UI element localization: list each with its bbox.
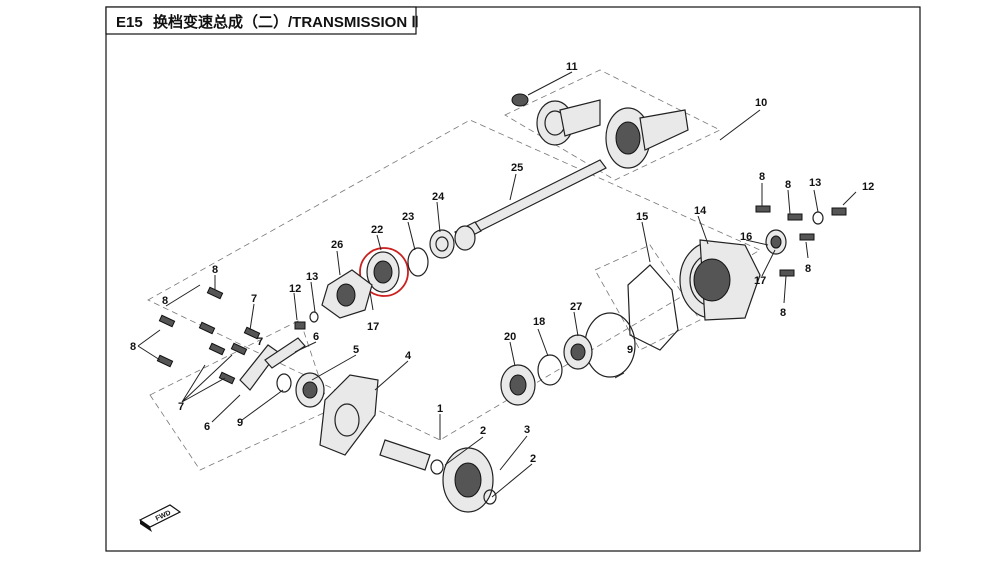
callout-16: 16 — [740, 231, 752, 243]
bevel-gear-10 — [605, 107, 689, 169]
callout-6a: 6 — [313, 331, 319, 343]
flange-26 — [321, 269, 373, 319]
snap-ring-2a — [430, 459, 444, 475]
callout-13a: 13 — [809, 177, 821, 189]
housing-4 — [319, 374, 379, 456]
callout-27: 27 — [570, 301, 582, 313]
title-box — [105, 6, 417, 35]
shaft-25 — [454, 159, 607, 242]
callout-12b: 12 — [289, 283, 301, 295]
callout-3: 3 — [524, 424, 530, 436]
bearing-5 — [295, 372, 325, 408]
seal-16 — [765, 229, 787, 255]
callout-4: 4 — [405, 350, 412, 362]
callout-8e: 8 — [805, 263, 811, 275]
gear-3 — [442, 447, 494, 513]
bolts-left — [156, 286, 319, 385]
callout-2a: 2 — [480, 425, 486, 437]
callout-17a: 17 — [367, 321, 379, 333]
diagram-border — [105, 6, 921, 552]
snap-ring-2b — [483, 489, 497, 505]
diagram-title: 换档变速总成（二）/TRANSMISSION Ⅱ — [153, 13, 419, 31]
bracket-6b — [264, 337, 306, 369]
bolts-right — [755, 205, 847, 277]
gasket-15 — [627, 264, 679, 351]
outline-gasket — [594, 244, 701, 351]
callout-14: 14 — [694, 205, 707, 217]
bearing-27 — [563, 334, 593, 370]
callout-labels: 1 2 3 2 4 5 6 6 7 7 7 8 8 8 8 8 8 8 9 9 … — [130, 61, 874, 465]
callout-8d: 8 — [785, 179, 791, 191]
callout-26: 26 — [331, 239, 343, 251]
gear-top-small — [511, 93, 601, 146]
bearing-22 — [366, 251, 400, 293]
callout-8b: 8 — [130, 341, 136, 353]
callout-25: 25 — [511, 162, 523, 174]
callout-7c: 7 — [257, 336, 263, 348]
bearing-20 — [500, 364, 536, 406]
diagram-code: E15 — [116, 14, 143, 31]
callout-17b: 17 — [754, 275, 766, 287]
callout-7b: 7 — [178, 401, 184, 413]
leader-lines — [137, 71, 857, 498]
fwd-arrow-icon: FWD — [138, 504, 182, 532]
highlight-circle — [359, 247, 409, 297]
callout-7a: 7 — [251, 293, 257, 305]
callout-24: 24 — [432, 191, 445, 203]
shaft-1 — [379, 439, 431, 471]
housing-14 — [679, 239, 761, 321]
outline-top — [504, 69, 721, 181]
outline-main — [147, 119, 761, 441]
callout-15: 15 — [636, 211, 648, 223]
ring-18 — [537, 354, 563, 386]
callout-22: 22 — [371, 224, 383, 236]
callout-8a: 8 — [212, 264, 218, 276]
callout-6b: 6 — [204, 421, 210, 433]
callout-1: 1 — [437, 403, 443, 415]
callout-8c: 8 — [759, 171, 765, 183]
callout-8f: 8 — [780, 307, 786, 319]
callout-8g: 8 — [162, 295, 168, 307]
callout-12a: 12 — [862, 181, 874, 193]
callout-11: 11 — [566, 61, 578, 73]
callout-10: 10 — [755, 97, 767, 109]
bearing-24 — [429, 225, 476, 259]
callout-20: 20 — [504, 331, 516, 343]
callout-5: 5 — [353, 344, 359, 356]
ring-23 — [407, 247, 429, 277]
callout-2b: 2 — [530, 453, 536, 465]
callout-13b: 13 — [306, 271, 318, 283]
callout-18: 18 — [533, 316, 545, 328]
callout-9a: 9 — [237, 417, 243, 429]
callout-23: 23 — [402, 211, 414, 223]
ring-9-left — [276, 373, 292, 393]
callout-9b: 9 — [627, 344, 633, 356]
